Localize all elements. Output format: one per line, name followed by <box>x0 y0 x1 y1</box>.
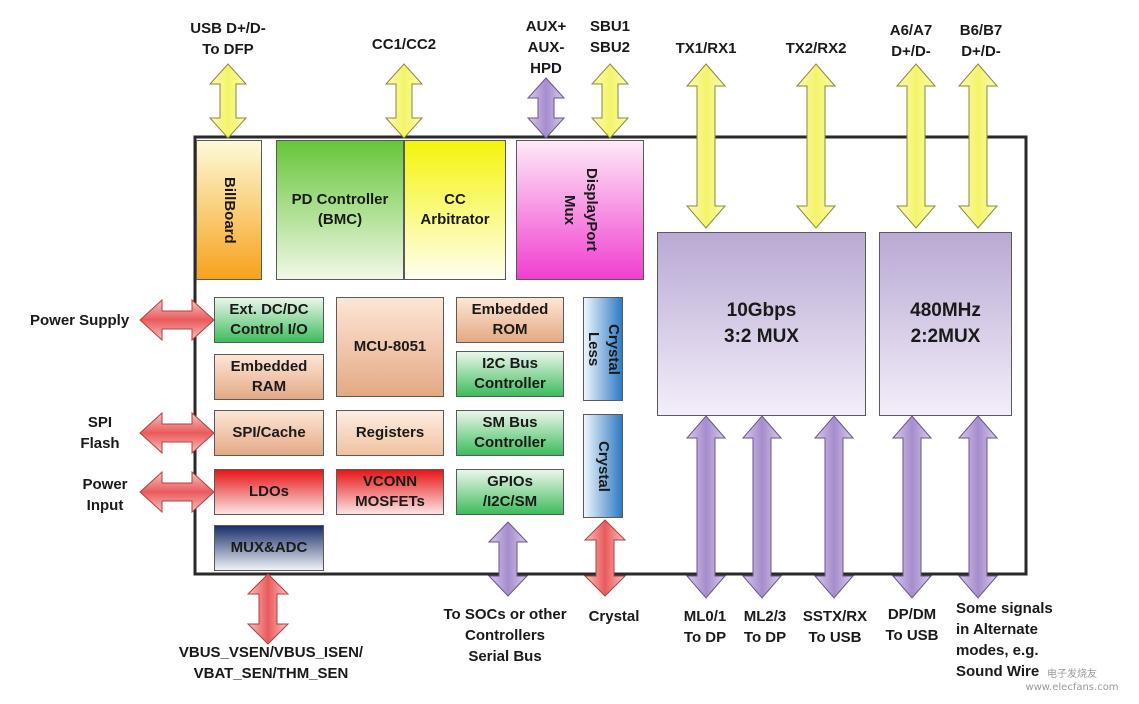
label-vbus: VBUS_VSEN/VBUS_ISEN/VBAT_SEN/THM_SEN <box>178 644 364 682</box>
arrow-dpdm <box>891 415 933 599</box>
label-crystal: Crystal <box>588 608 640 625</box>
arrow-sstx <box>813 415 855 599</box>
block-registers: Registers <box>336 410 444 456</box>
arrow-b6 <box>957 63 999 229</box>
arrow-ml01 <box>685 415 727 599</box>
arrow-power-input <box>139 470 215 514</box>
label-power-supply: Power Supply <box>30 312 130 329</box>
block-crystal: Crystal <box>583 414 623 518</box>
arrow-aux <box>526 77 566 139</box>
arrow-tx1 <box>685 63 727 229</box>
arrow-vbus <box>246 573 290 645</box>
block-mux-adc: MUX&ADC <box>214 525 324 571</box>
watermark: 电子发烧友 www.elecfans.com <box>1025 669 1119 693</box>
arrow-a6 <box>895 63 937 229</box>
block-ldos: LDOs <box>214 469 324 515</box>
label-tx1: TX1/RX1 <box>675 40 737 57</box>
arrow-some <box>957 415 999 599</box>
label-aux: AUX+AUX-HPD <box>525 18 567 77</box>
arrow-crystal <box>583 519 627 597</box>
block-pd-controller: PD Controller(BMC) <box>276 140 404 280</box>
arrow-tx2 <box>795 63 837 229</box>
arrow-socs <box>487 521 529 597</box>
label-cc: CC1/CC2 <box>371 36 437 53</box>
arrow-cc <box>384 63 424 139</box>
arrow-ml23 <box>741 415 783 599</box>
block-mcu-8051: MCU-8051 <box>336 297 444 397</box>
arrow-sbu <box>590 63 630 139</box>
label-tx2: TX2/RX2 <box>785 40 847 57</box>
block-spi-cache: SPI/Cache <box>214 410 324 456</box>
arrow-power-supply <box>139 298 215 342</box>
arrow-spi <box>139 411 215 455</box>
label-usb-dfp: USB D+/D-To DFP <box>190 20 266 58</box>
arrow-usb <box>208 63 248 139</box>
block-billboard: BillBoard <box>196 140 262 280</box>
block-gpios: GPIOs/I2C/SM <box>456 469 564 515</box>
